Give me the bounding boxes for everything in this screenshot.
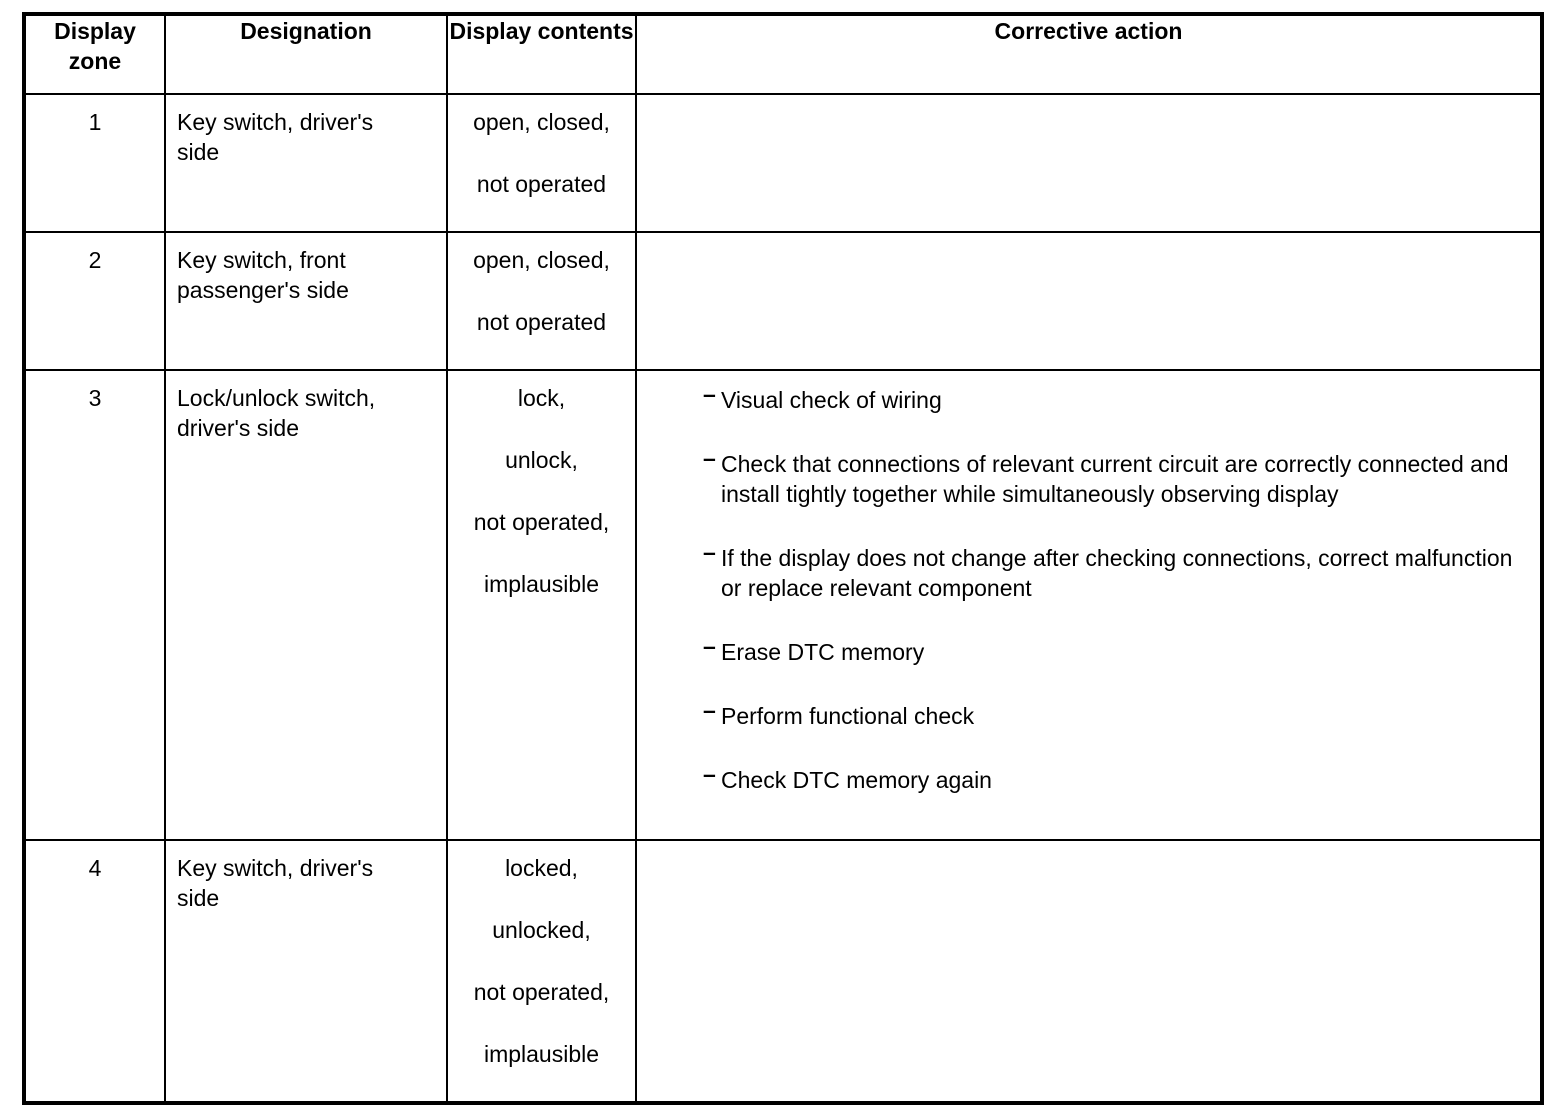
bullet-dash-icon: – [703,445,716,471]
display-content-item: implausible [483,1041,600,1067]
display-content-item: lock, [517,385,566,411]
bullet-dash-icon: – [703,697,716,723]
display-zone-cell: 1 [23,93,166,233]
corrective-action-item: –Check that connections of relevant curr… [638,445,1534,509]
display-contents-cell: lock, unlock, not operated, implausible [446,369,637,841]
display-contents-cell: open, closed, not operated [446,93,637,233]
corrective-action-item: –Visual check of wiring [638,381,1534,415]
display-content-item: open, closed, [473,109,610,135]
display-content-item: implausible [483,571,600,597]
designation-cell: Lock/unlock switch, driver's side [164,369,448,841]
display-contents-cell: locked, unlocked, not operated, implausible [446,839,637,1104]
corrective-action-cell [635,839,1543,1104]
table-header: Display zone Designation Display content… [23,13,1543,95]
display-content-item: not operated [476,309,607,335]
bullet-dash-icon: – [703,633,716,659]
bullet-dash-icon: – [703,539,716,565]
corrective-action-cell [635,93,1543,233]
bullet-dash-icon: – [703,761,716,787]
header-display-contents: Display contents [446,13,637,95]
display-content-item: unlock, [505,447,578,473]
display-content-item: not operated, [473,509,610,535]
corrective-action-text: Check that connections of relevant curre… [721,451,1509,507]
corrective-action-cell: –Visual check of wiring–Check that conne… [635,369,1543,841]
corrective-action-text: Check DTC memory again [721,767,992,793]
designation-cell: Key switch, driver's side [164,93,448,233]
display-zone-cell: 4 [23,839,166,1104]
header-display-zone: Display zone [23,13,166,95]
corrective-action-text: Perform functional check [721,703,975,729]
display-zone-cell: 2 [23,231,166,371]
bullet-dash-icon: – [703,381,716,407]
corrective-action-cell [635,231,1543,371]
header-row: Display zone Designation Display content… [23,13,1543,95]
corrective-action-item: –If the display does not change after ch… [638,539,1534,603]
display-content-item: open, closed, [473,247,610,273]
display-zone-cell: 3 [23,369,166,841]
header-corrective-action: Corrective action [635,13,1543,95]
display-content-item: not operated, [473,979,610,1005]
corrective-action-item: –Check DTC memory again [638,761,1534,795]
display-content-item: not operated [476,171,607,197]
display-contents-cell: open, closed, not operated [446,231,637,371]
header-designation: Designation [164,13,448,95]
corrective-action-text: Erase DTC memory [721,639,925,665]
display-content-item: locked, [505,855,578,881]
display-content-item: unlocked, [492,917,591,943]
corrective-action-text: If the display does not change after che… [721,545,1513,601]
corrective-action-text: Visual check of wiring [721,387,942,413]
designation-cell: Key switch, driver's side [164,839,448,1104]
corrective-action-item: –Perform functional check [638,697,1534,731]
diagnostic-table: Display zone Designation Display content… [22,12,1544,1105]
designation-cell: Key switch, front passenger's side [164,231,448,371]
corrective-action-item: –Erase DTC memory [638,633,1534,667]
